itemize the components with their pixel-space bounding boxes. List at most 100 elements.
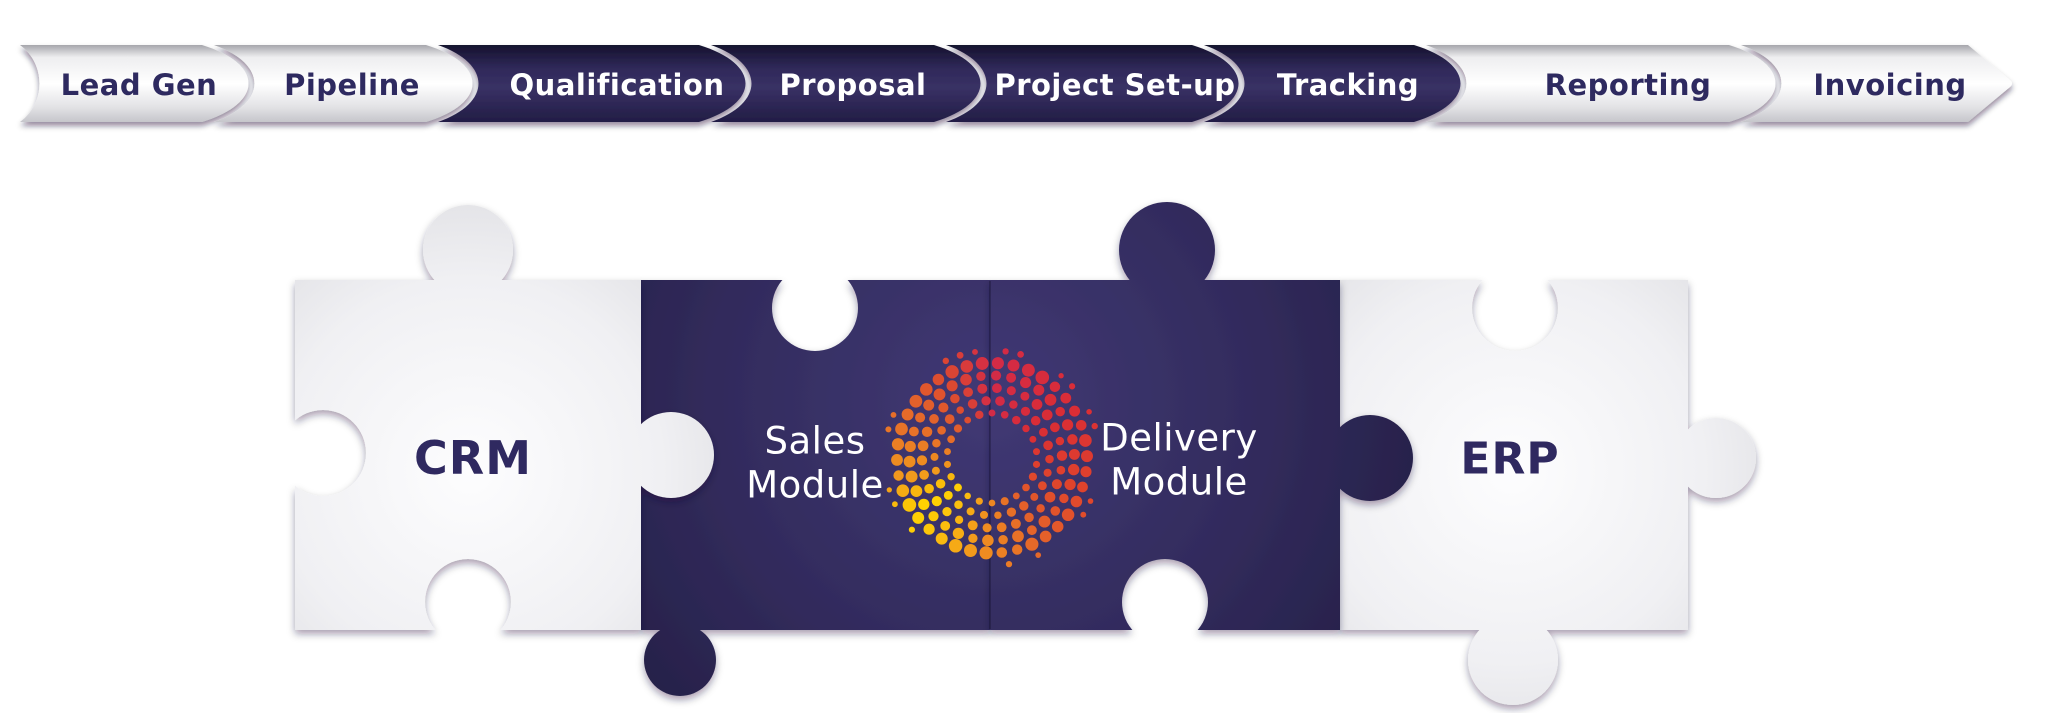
logo-dot [967,399,978,409]
logo-dot [928,511,939,522]
logo-dot [1051,520,1064,533]
logo-dot [942,357,950,365]
logo-dot [892,501,898,508]
logo-dot [930,452,939,461]
logo-dot [995,396,1005,406]
logo-dot [1033,384,1045,396]
logo-dot [1026,525,1037,536]
logo-dot [954,500,963,509]
logo-dot [1029,435,1037,443]
delivery-module-label-line2: Module [1110,461,1248,504]
logo-dot [954,515,964,524]
logo-dot [943,490,953,500]
logo-dot [991,357,1004,370]
process-step-label: Project Set-up [994,68,1235,102]
logo-dot [975,410,984,420]
logo-dot [954,483,962,492]
logo-dot [1045,454,1054,464]
logo-dot [1006,386,1016,396]
logo-dot [1035,370,1050,385]
logo-dot [1055,436,1065,446]
logo-dot [903,455,916,468]
logo-dot [1055,406,1065,417]
logo-dot [905,470,918,483]
logo-dot [964,416,972,424]
logo-dot [979,510,989,519]
logo-dot [1030,492,1039,501]
logo-dot [931,466,940,475]
logo-dot [975,357,989,370]
logo-dot [982,534,994,547]
logo-dot [909,394,923,408]
logo-dot [912,511,925,524]
logo-dot [918,498,930,511]
puzzle-piece-erp [1340,280,1756,705]
logo-dot [1033,448,1040,456]
logo-dot [956,406,964,414]
logo-dot [988,409,996,417]
logo-dot [885,426,892,433]
logo-dot [908,526,916,533]
logo-dot [1006,507,1017,517]
logo-dot [944,448,951,456]
logo-dot [998,534,1008,545]
logo-dot [908,426,919,437]
logo-dot [947,435,955,444]
logo-dot [1056,450,1068,461]
logo-dot [1007,359,1020,372]
logo-dot [1012,544,1023,555]
logo-dot [1049,422,1060,433]
puzzle-row: CRM Sales Module Delivery Module ERP [295,202,1756,705]
logo-dot [916,455,928,466]
logo-dot [932,373,945,386]
logo-dot [992,383,1002,394]
process-step-label: Pipeline [284,68,420,102]
logo-dot [1019,501,1029,511]
logo-dot [972,348,978,355]
logo-dot [1070,495,1083,508]
logo-dot [1005,560,1013,568]
logo-dot [1000,497,1009,506]
logo-dot [1000,410,1009,419]
logo-dot [960,360,974,373]
erp-label: ERP [1460,434,1559,485]
process-step-label: Reporting [1545,68,1712,102]
logo-dot [1061,419,1074,431]
logo-dot [1024,512,1034,523]
logo-dot [1068,463,1080,476]
logo-dot [946,380,958,392]
logo-dot [1006,372,1017,383]
process-step-pipeline [214,45,473,122]
logo-dot [1059,493,1069,504]
logo-dot [1021,363,1035,377]
delivery-module-label-line1: Delivery [1100,417,1258,460]
logo-dot [1080,466,1092,478]
process-step-reporting [1426,45,1776,122]
logo-dot [947,473,955,481]
logo-dot [935,479,946,489]
logo-dot [953,424,963,433]
logo-dot [966,507,975,516]
logo-dot [1035,552,1042,558]
logo-dot [1044,491,1056,503]
logo-dot [1068,448,1080,460]
logo-dot [976,371,986,381]
logo-dot [1020,377,1032,389]
logo-dot [1009,400,1018,409]
process-step-lead-gen [20,45,249,122]
logo-dot [891,454,903,466]
logo-dot [1022,424,1030,433]
process-bar: Lead Gen Pipeline Qualification Proposal… [20,45,2012,122]
logo-dot [964,544,977,557]
logo-dot [937,425,946,435]
logo-dot [960,373,972,386]
logo-dot [1079,434,1092,447]
logo-dot [915,412,926,423]
logo-dot [1002,348,1009,355]
logo-dot [902,498,917,512]
logo-dot [932,438,941,448]
logo-dot [950,393,960,404]
logo-dot [924,483,934,494]
logo-dot [944,414,955,424]
logo-dot [991,370,1002,381]
